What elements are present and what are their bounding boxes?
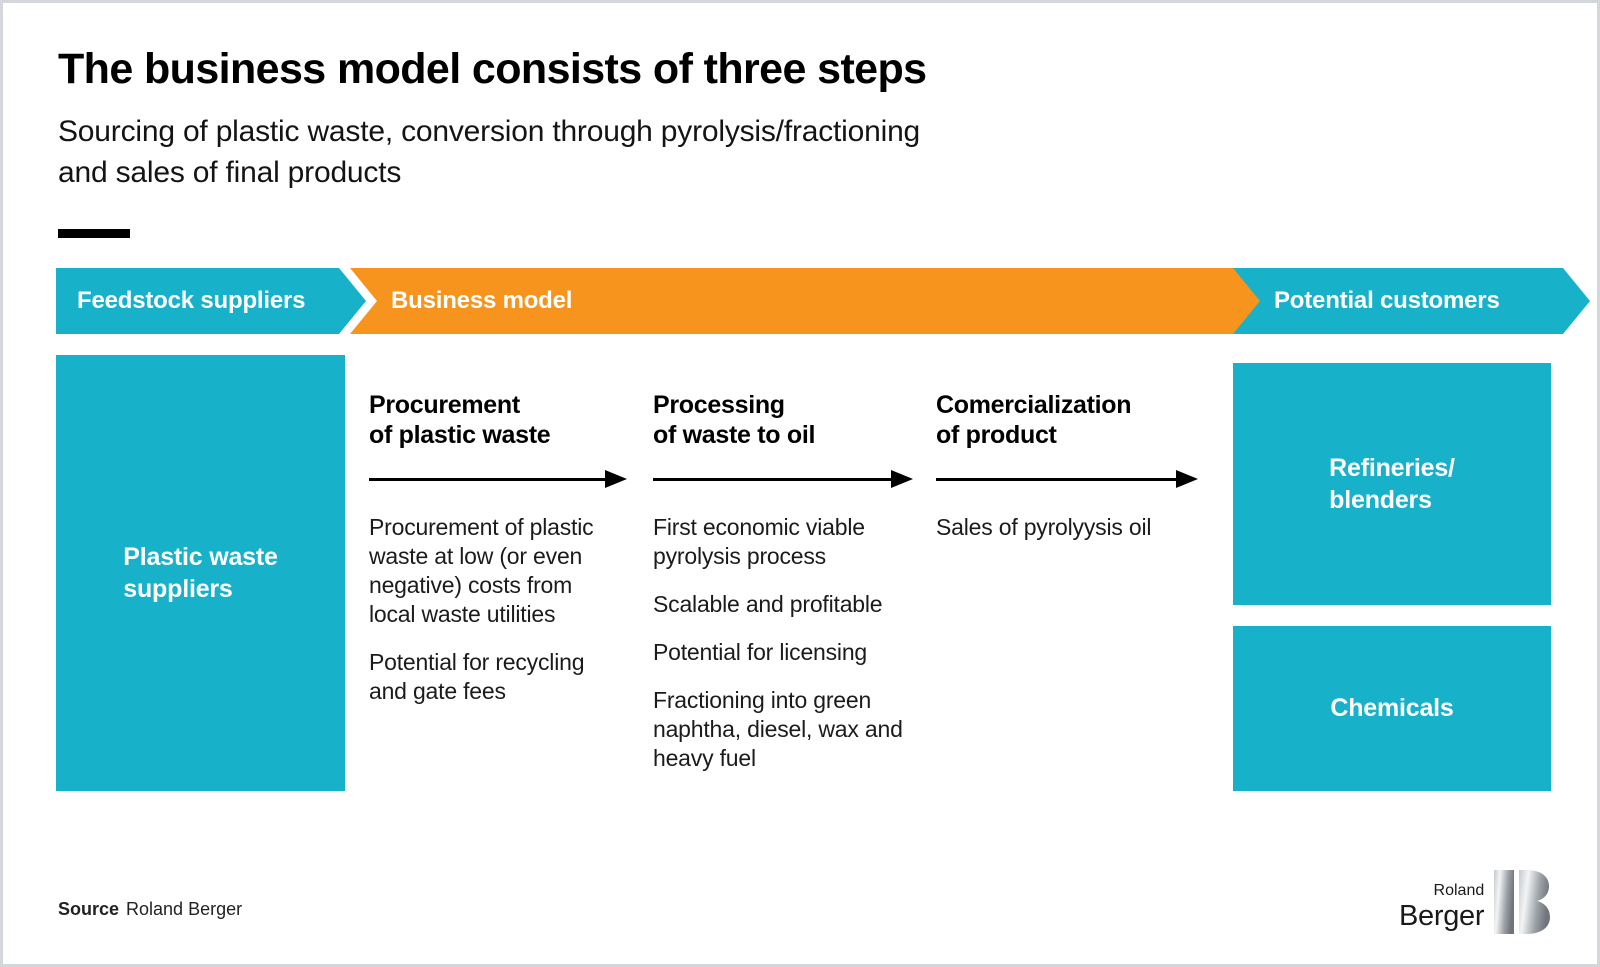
step-bullets: Sales of pyrolyysis oil — [936, 513, 1198, 542]
arrow-line — [369, 478, 621, 481]
chevron-banner-potential-customers: Potential customers — [1233, 268, 1590, 334]
roland-berger-logo: Roland Berger — [1399, 869, 1551, 935]
step-bullets: First economic viable pyrolysis process … — [653, 513, 913, 773]
source-note: Source Roland Berger — [58, 899, 242, 920]
banner-label: Business model — [391, 287, 573, 314]
flow-arrow-icon — [653, 470, 913, 488]
roland-berger-b-icon — [1494, 869, 1551, 935]
source-label: Source — [58, 899, 120, 919]
title-divider — [58, 229, 130, 238]
box-label: Refineries/ blenders — [1329, 453, 1455, 515]
step-bullet: Sales of pyrolyysis oil — [936, 514, 1152, 540]
arrow-line — [653, 478, 907, 481]
step-heading: Processing of waste to oil — [653, 391, 816, 449]
chemicals-box: Chemicals — [1233, 626, 1551, 791]
arrow-head — [1176, 470, 1198, 488]
arrow-head — [891, 470, 913, 488]
step-bullet: First economic viable pyrolysis process — [653, 514, 865, 569]
step-bullet: Fractioning into green naphtha, diesel, … — [653, 686, 903, 771]
source-value: Roland Berger — [126, 899, 243, 919]
arrow-line — [936, 478, 1192, 481]
chevron-banner-business-model: Business model — [350, 268, 1269, 334]
step-comercialization: Comercialization of product Sales of pyr… — [936, 391, 1198, 561]
step-bullet: Scalable and profitable — [653, 590, 883, 617]
step-bullet: Potential for licensing — [653, 638, 868, 665]
logo-wordmark: Roland Berger — [1399, 882, 1485, 935]
flow-arrow-icon — [369, 470, 627, 488]
step-heading: Comercialization of product — [936, 391, 1132, 449]
flow-arrow-icon — [936, 470, 1198, 488]
step-bullet: Potential for recycling and gate fees — [369, 648, 585, 704]
step-heading: Procurement of plastic waste — [369, 391, 551, 449]
step-processing: Processing of waste to oil First economi… — [653, 391, 913, 792]
chevron-banner-feedstock-suppliers: Feedstock suppliers — [56, 268, 366, 334]
banner-label: Potential customers — [1274, 287, 1500, 314]
banner-label: Feedstock suppliers — [77, 287, 306, 314]
box-label: Chemicals — [1330, 694, 1454, 723]
step-procurement: Procurement of plastic waste Procurement… — [369, 391, 627, 725]
logo-text-berger: Berger — [1399, 900, 1485, 932]
arrow-head — [605, 470, 627, 488]
box-label: Plastic waste suppliers — [123, 542, 278, 604]
logo-text-roland: Roland — [1433, 882, 1485, 899]
plastic-waste-suppliers-box: Plastic waste suppliers — [56, 355, 345, 791]
page-title: The business model consists of three ste… — [58, 45, 927, 93]
refineries-blenders-box: Refineries/ blenders — [1233, 363, 1551, 605]
step-bullet: Procurement of plastic waste at low (or … — [369, 514, 594, 627]
step-bullets: Procurement of plastic waste at low (or … — [369, 513, 627, 706]
page-subtitle: Sourcing of plastic waste, conversion th… — [58, 115, 921, 190]
